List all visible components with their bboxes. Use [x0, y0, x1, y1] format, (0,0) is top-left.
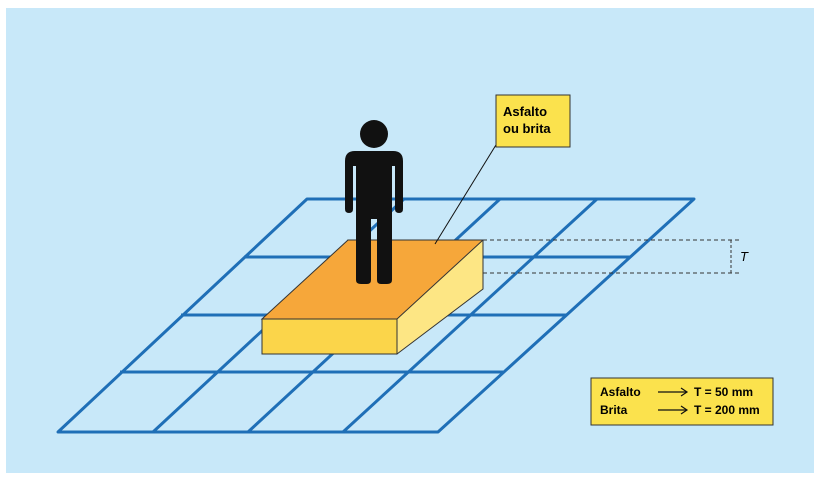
person-head: [360, 120, 388, 148]
callout-box: [495, 94, 571, 148]
thickness-label: T: [740, 249, 749, 264]
callout-leader-line: [434, 139, 500, 245]
thickness-legend: Asfalto T = 50 mm Brita T = 200 mm: [590, 377, 774, 426]
right-arrow-icon: [658, 387, 689, 397]
legend-value-brita: T = 200 mm: [694, 403, 760, 417]
slab-front-face: [261, 318, 398, 355]
thickness-dimension: T: [483, 239, 749, 274]
grounding-grid-diagram: T Asfalto ou brita Asfalto T = 50 mm Bri…: [6, 8, 814, 473]
grid-line-v3: [341, 197, 599, 434]
standing-person-icon: [345, 120, 403, 284]
legend-value-asfalto: T = 50 mm: [694, 385, 753, 399]
diagram-panel: T Asfalto ou brita Asfalto T = 50 mm Bri…: [6, 8, 814, 473]
person-body: [345, 151, 403, 284]
legend-material-brita: Brita: [600, 403, 628, 417]
material-callout: Asfalto ou brita: [495, 94, 571, 148]
grid-outline: [56, 197, 696, 434]
right-arrow-icon: [658, 405, 689, 415]
callout-line-2: ou brita: [503, 121, 551, 136]
legend-material-asfalto: Asfalto: [600, 385, 641, 399]
legend-box: [590, 377, 774, 426]
callout-line-1: Asfalto: [503, 104, 547, 119]
